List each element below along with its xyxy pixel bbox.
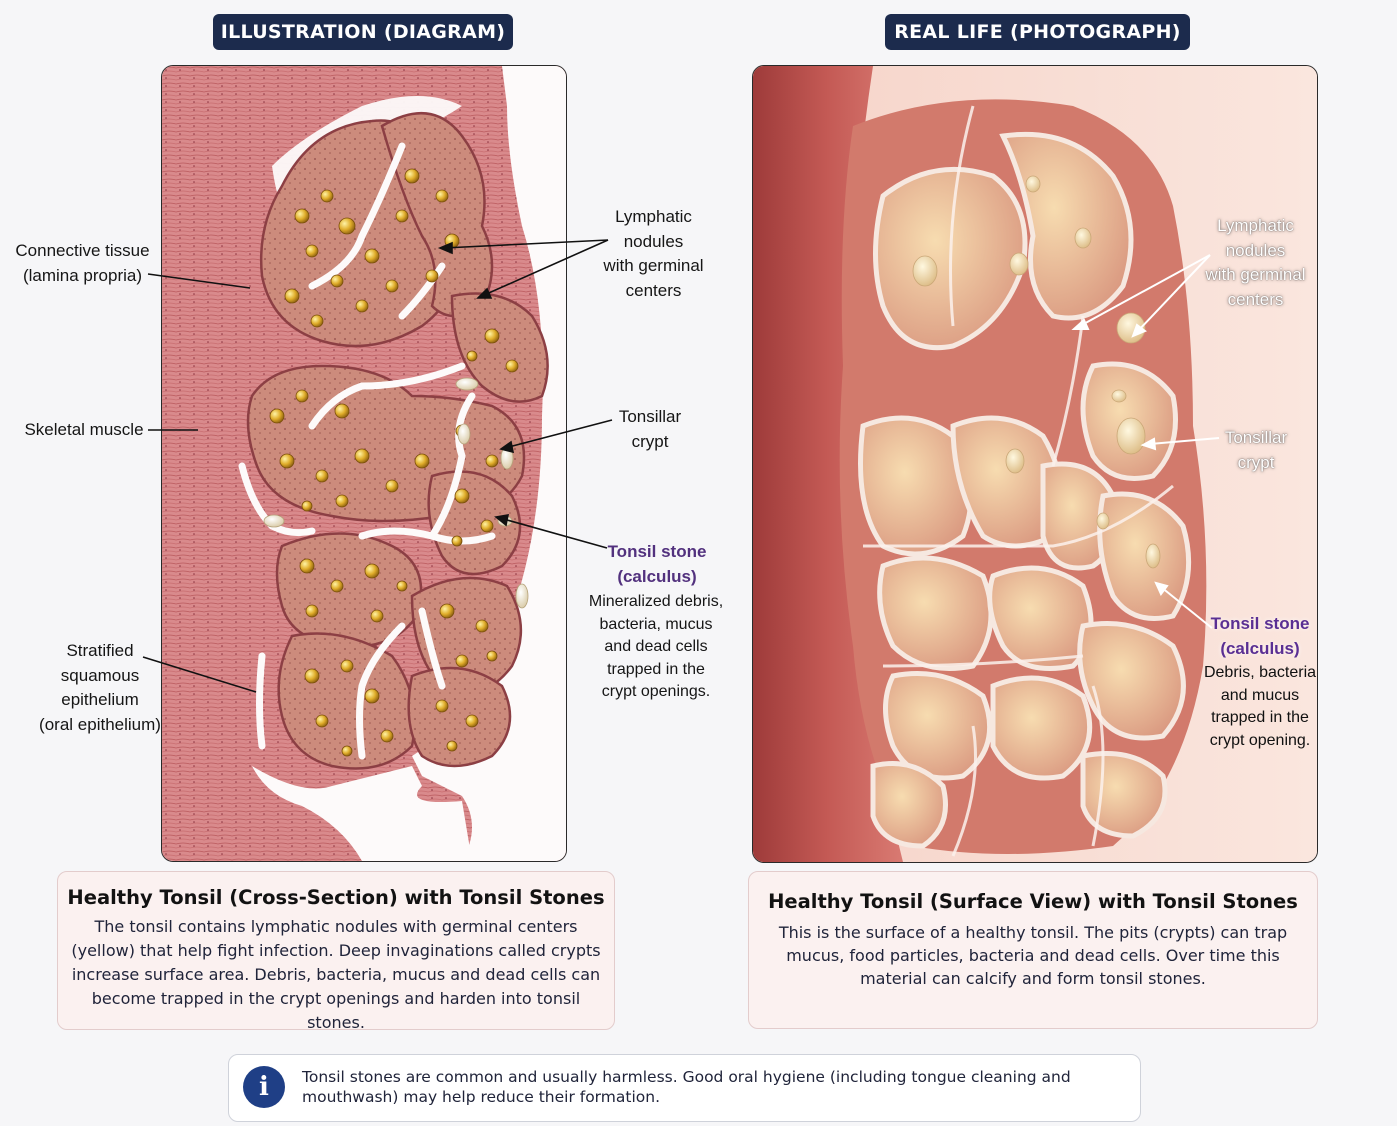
info-notice-text: Tonsil stones are common and usually har… xyxy=(302,1068,1071,1106)
diagram-panel xyxy=(161,65,567,862)
photo-caption-title: Healthy Tonsil (Surface View) with Tonsi… xyxy=(768,890,1298,913)
photo-header: REAL LIFE (PHOTOGRAPH) xyxy=(885,14,1190,50)
photo-caption-body: This is the surface of a healthy tonsil.… xyxy=(778,923,1288,988)
info-notice: i Tonsil stones are common and usually h… xyxy=(228,1054,1141,1122)
label-skeletal-muscle: Skeletal muscle xyxy=(24,420,144,439)
photo-label-tonsil-stone: Tonsil stone(calculus) xyxy=(1210,614,1310,658)
label-tonsil-stone-description: Mineralized debris,bacteria, mucus and d… xyxy=(588,593,724,700)
diagram-header: ILLUSTRATION (DIAGRAM) xyxy=(213,14,513,50)
info-icon: i xyxy=(243,1066,285,1108)
label-connective-tissue: Connective tissue(lamina propria) xyxy=(15,241,150,285)
tonsil-diagram xyxy=(162,66,566,861)
photo-caption: Healthy Tonsil (Surface View) with Tonsi… xyxy=(748,871,1318,1029)
label-tonsil-stone: Tonsil stone(calculus) xyxy=(607,542,707,586)
diagram-caption-body: The tonsil contains lymphatic nodules wi… xyxy=(71,917,601,1032)
diagram-caption: Healthy Tonsil (Cross-Section) with Tons… xyxy=(57,871,615,1032)
diagram-caption-title: Healthy Tonsil (Cross-Section) with Tons… xyxy=(67,886,605,909)
